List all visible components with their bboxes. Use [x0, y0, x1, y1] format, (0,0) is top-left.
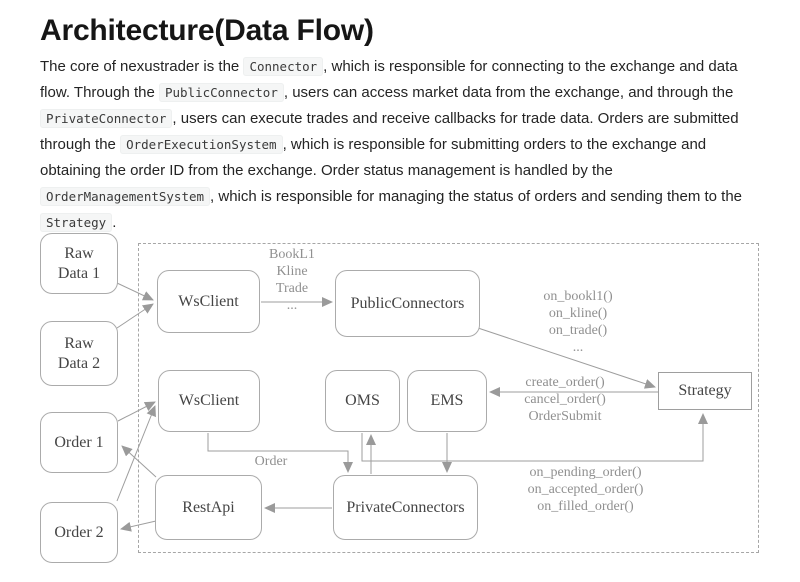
node-label-oms: OMS — [345, 392, 380, 409]
edge-oms-to-strategy — [361, 413, 708, 462]
edge-label-order-commands: create_order() cancel_order() OrderSubmi… — [524, 375, 606, 424]
node-label-wsclient-2: WsClient — [178, 392, 240, 409]
intro-text-segment: The core of nexustrader is the — [40, 58, 244, 75]
intro-text-segment: , users can execute trades and receive c… — [40, 110, 739, 153]
node-wsclient-2: WsClient — [158, 370, 260, 432]
intro-text-segment: , users can access market data from the … — [283, 84, 734, 101]
node-label-private-connectors: PrivateConnectors — [346, 498, 465, 516]
node-order-2: Order 2 — [40, 502, 118, 563]
node-order-1: Order 1 — [40, 412, 118, 473]
inline-code: Strategy — [40, 213, 113, 232]
node-public-connectors: PublicConnectors — [335, 270, 480, 337]
inline-code: Connector — [243, 57, 324, 76]
inline-code: PrivateConnector — [40, 109, 173, 128]
intro-text-segment: . — [112, 214, 117, 231]
edge-order-2-to-wsclient-2 — [116, 405, 156, 502]
node-label-public-connectors: PublicConnectors — [350, 294, 465, 312]
edge-label-order-callbacks: on_pending_order() on_accepted_order() o… — [527, 465, 644, 514]
node-strategy: Strategy — [658, 372, 752, 410]
node-label-ems: EMS — [430, 392, 464, 409]
node-ems: EMS — [407, 370, 487, 432]
edge-label-order-flow: Order — [254, 454, 288, 469]
intro-paragraph: The core of nexustrader is the Connector… — [40, 54, 756, 236]
edge-rest-api-to-order-1 — [121, 445, 157, 478]
inline-code: OrderExecutionSystem — [120, 135, 283, 154]
node-private-connectors: PrivateConnectors — [333, 475, 478, 540]
inline-code: PublicConnector — [158, 83, 284, 102]
edge-raw-data-1-to-wsclient-1 — [116, 282, 154, 301]
edge-rest-api-to-order-2 — [120, 520, 157, 532]
node-wsclient-1: WsClient — [157, 270, 260, 333]
intro-text-segment: , which is responsible for submitting or… — [40, 136, 707, 179]
edge-wsclient-2-to-private-connectors — [207, 433, 353, 473]
edge-order-1-to-wsclient-2 — [117, 401, 156, 422]
node-oms: OMS — [325, 370, 400, 432]
node-label-order-1: Order 1 — [54, 433, 104, 451]
intro-text-segment: , which is responsible for connecting to… — [40, 58, 738, 101]
node-label-raw-data-1: Raw Data 1 — [57, 244, 101, 282]
node-label-strategy: Strategy — [678, 382, 732, 399]
edge-public-connectors-to-strategy — [477, 327, 656, 389]
inline-code: OrderManagementSystem — [40, 187, 211, 206]
page-title: Architecture(Data Flow) — [40, 14, 374, 47]
node-label-rest-api: RestApi — [182, 498, 235, 516]
edge-label-market-data-types: BookL1 Kline Trade ... — [269, 247, 315, 313]
node-label-order-2: Order 2 — [54, 523, 104, 541]
node-rest-api: RestApi — [155, 475, 262, 540]
edge-label-public-callbacks: on_bookl1() on_kline() on_trade() ... — [543, 289, 613, 355]
node-raw-data-1: Raw Data 1 — [40, 233, 118, 294]
node-label-wsclient-1: WsClient — [178, 292, 239, 310]
system-boundary-box — [138, 243, 759, 553]
node-label-raw-data-2: Raw Data 2 — [57, 334, 101, 372]
node-raw-data-2: Raw Data 2 — [40, 321, 118, 386]
edge-raw-data-2-to-wsclient-1 — [116, 303, 154, 329]
intro-text-segment: , which is responsible for managing the … — [210, 188, 743, 205]
